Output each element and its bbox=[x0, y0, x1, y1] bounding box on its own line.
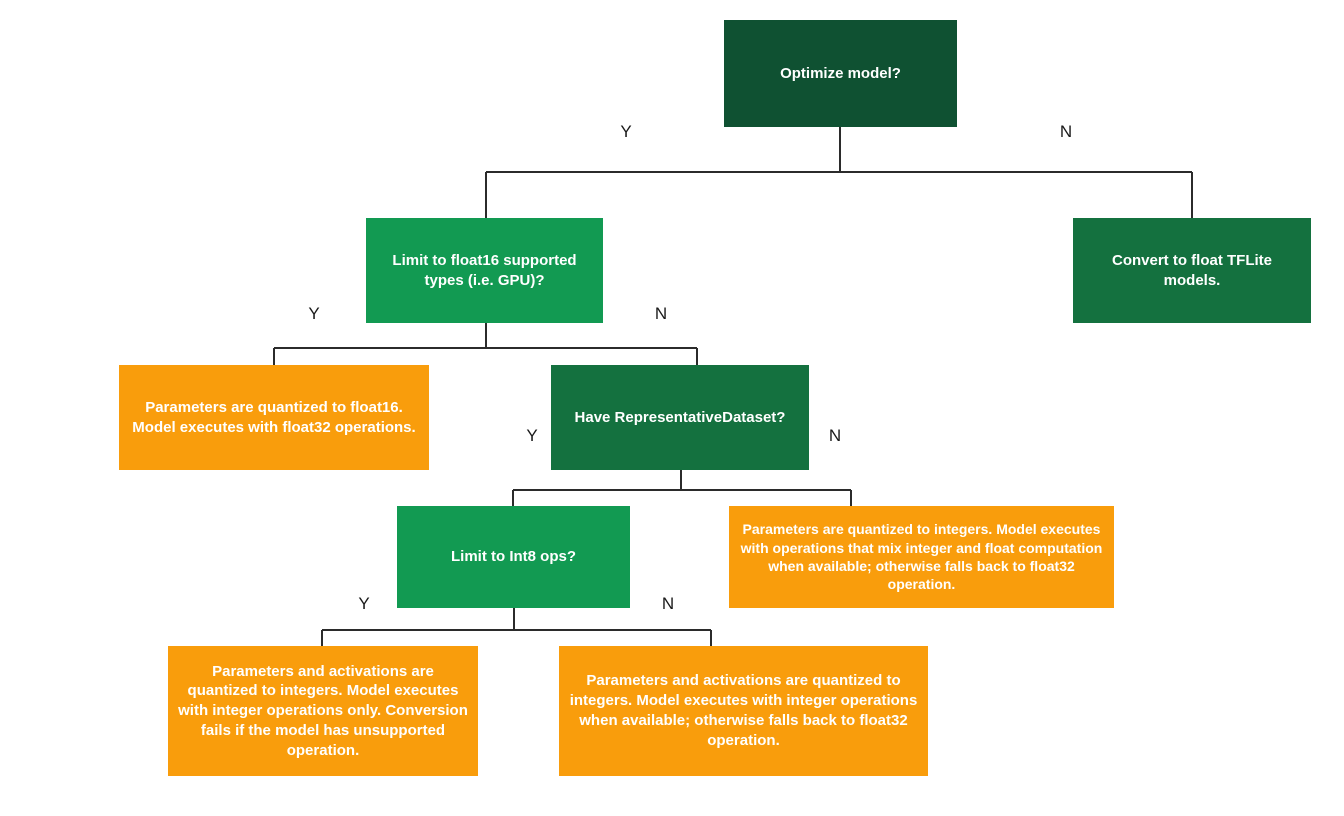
node-have-representative-dataset[interactable]: Have RepresentativeDataset? bbox=[551, 365, 809, 470]
branch-label-int8-yes: Y bbox=[358, 594, 370, 613]
node-limit-float16[interactable]: Limit to float16 supported types (i.e. G… bbox=[366, 218, 603, 323]
node-label-have-representative-dataset: Have RepresentativeDataset? bbox=[574, 408, 786, 426]
node-label-quantized-integers-mixed: Parameters are quantized to integers. Mo… bbox=[740, 521, 1103, 593]
node-quantized-integers-mixed[interactable]: Parameters are quantized to integers. Mo… bbox=[729, 506, 1114, 608]
node-quantized-integer-only[interactable]: Parameters and activations are quantized… bbox=[168, 646, 478, 776]
node-label-optimize-model: Optimize model? bbox=[780, 64, 901, 82]
node-limit-int8-ops[interactable]: Limit to Int8 ops? bbox=[397, 506, 630, 608]
node-label-convert-float-tflite: Convert to float TFLite models. bbox=[1112, 251, 1272, 289]
node-label-limit-float16: Limit to float16 supported types (i.e. G… bbox=[392, 251, 577, 289]
node-label-quantized-integer-only: Parameters and activations are quantized… bbox=[178, 662, 468, 759]
node-label-limit-int8-ops: Limit to Int8 ops? bbox=[451, 548, 576, 566]
node-quantized-integer-fallback[interactable]: Parameters and activations are quantized… bbox=[559, 646, 928, 776]
branch-label-dataset-no: N bbox=[828, 426, 842, 445]
node-convert-float-tflite[interactable]: Convert to float TFLite models. bbox=[1073, 218, 1311, 323]
node-label-quantized-integer-fallback: Parameters and activations are quantized… bbox=[569, 672, 918, 749]
branch-label-dataset-yes: Y bbox=[526, 426, 538, 445]
branch-label-optimize-no: N bbox=[1059, 122, 1073, 141]
branch-label-float16-no: N bbox=[654, 304, 668, 323]
branch-label-optimize-yes: Y bbox=[620, 122, 632, 141]
node-optimize-model[interactable]: Optimize model? bbox=[724, 20, 957, 127]
branch-label-float16-yes: Y bbox=[308, 304, 320, 323]
branch-label-int8-no: N bbox=[661, 594, 675, 613]
node-label-quantized-float16: Parameters are quantized to float16. Mod… bbox=[132, 398, 416, 436]
node-quantized-float16[interactable]: Parameters are quantized to float16. Mod… bbox=[119, 365, 429, 470]
